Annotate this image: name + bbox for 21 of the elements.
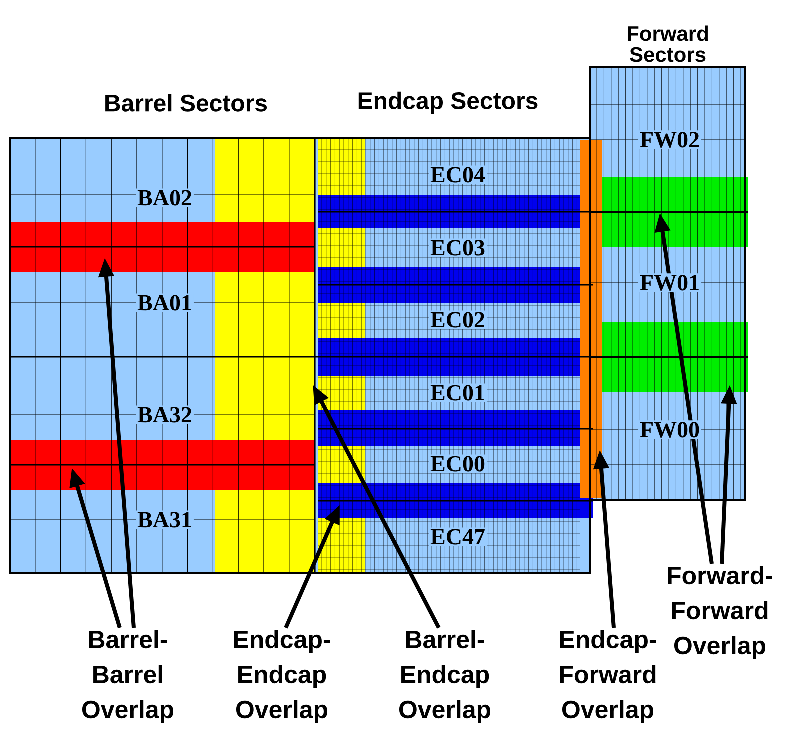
callout-text: Endcap- Forward Overlap bbox=[560, 630, 656, 724]
sector-label: FW00 bbox=[638, 420, 702, 440]
sector-label: EC02 bbox=[429, 310, 487, 330]
callout-text: Endcap- Endcap Overlap bbox=[234, 630, 330, 724]
sector-label: BA32 bbox=[136, 406, 194, 424]
sector-label: FW01 bbox=[638, 274, 702, 292]
callout-text: Barrel- Barrel Overlap bbox=[82, 630, 174, 724]
sector-label: BA02 bbox=[136, 188, 194, 208]
section-heading: Barrel Sectors bbox=[106, 94, 267, 112]
sector-label: BA31 bbox=[136, 510, 194, 530]
section-heading: Endcap Sectors bbox=[358, 92, 538, 114]
sector-label: EC47 bbox=[429, 528, 487, 546]
callout-text: Barrel- Endcap Overlap bbox=[399, 630, 491, 724]
callout-text: Forward- Forward Overlap bbox=[668, 566, 772, 660]
sector-label: EC00 bbox=[429, 454, 487, 474]
sector-label: EC04 bbox=[429, 166, 487, 184]
sector-label: EC03 bbox=[429, 238, 487, 258]
sector-label: EC01 bbox=[429, 384, 487, 402]
section-heading: Forward Sectors bbox=[628, 26, 708, 62]
sector-label: FW02 bbox=[638, 130, 702, 150]
sector-label: BA01 bbox=[136, 294, 194, 312]
